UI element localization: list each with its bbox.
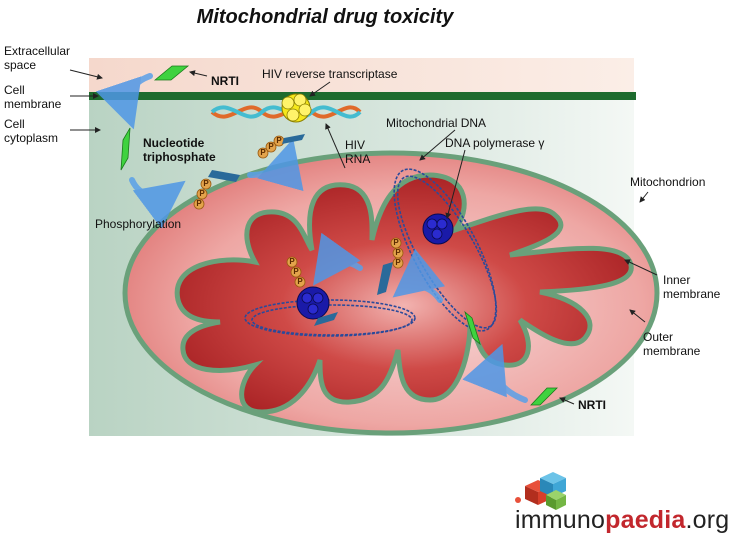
logo-text: .org [685,506,730,534]
label-line: Inner [663,273,691,287]
nucleotide-icon [282,134,305,144]
label-cell-cytoplasm: Cell cytoplasm [4,117,58,145]
label-extracellular-space: Extracellular space [4,44,70,72]
label-line: Cell [4,117,25,131]
label-nrti-bottom: NRTI [578,398,606,412]
phosphate-letter: P [297,277,303,286]
label-line: membrane [4,97,62,111]
cell-membrane [89,92,636,100]
nucleotide-icon [208,170,240,182]
nrti-molecule-icon [120,127,131,171]
phosphate-icon [286,256,306,288]
arrow-icon [129,177,186,229]
leader-lines [69,69,658,405]
phosphate-letter: P [196,199,202,208]
arrow-icon [247,138,304,192]
polymerase-icon [422,213,454,245]
arrow-icon [95,73,153,130]
nrti-molecule-icon [464,310,481,346]
phosphate-letter: P [395,258,401,267]
label-mitochondrion: Mitochondrion [630,175,706,189]
label-line: triphosphate [143,150,216,164]
phosphate-letter: P [260,148,266,157]
label-line: HIV [345,138,366,152]
mito-dna-loop-left [244,299,416,337]
phosphate-icon [193,178,212,210]
nucleotide-icon [377,262,393,295]
label-dna-polymerase-gamma: DNA polymerase γ [445,136,545,150]
nrti-molecule-icon [153,65,190,81]
phosphate-letter: P [268,142,274,151]
label-line: membrane [643,344,701,358]
arrow-icon [462,343,528,403]
phosphate-letter: P [395,248,401,257]
logo-cubes-icon [515,472,566,510]
label-line: Cell [4,83,25,97]
nucleotide-icon [314,312,338,326]
label-line: Nucleotide [143,136,205,150]
label-nucleotide-triphosphate: Nucleotide triphosphate [143,136,216,164]
label-line: space [4,58,37,72]
phosphate-letter: P [199,189,205,198]
label-line: Extracellular [4,44,71,58]
label-line: membrane [663,287,721,301]
label-mitochondrial-dna: Mitochondrial DNA [386,116,487,130]
phosphate-letter: P [203,179,209,188]
label-hiv-reverse-transcriptase: HIV reverse transcriptase [262,67,398,81]
arrow-icon [313,232,363,286]
logo: immunopaedia.org [515,506,729,535]
label-outer-membrane: Outer membrane [643,330,700,358]
extracellular-space [89,58,634,92]
phosphate-letter: P [289,257,295,266]
nrti-molecule-icon [530,387,558,406]
label-inner-membrane: Inner membrane [663,273,720,301]
logo-text: immuno [515,506,606,534]
phosphate-letter: P [293,267,299,276]
label-nrti-top: NRTI [211,74,239,88]
label-hiv-rna: HIV RNA [345,138,370,166]
label-phosphorylation: Phosphorylation [95,217,182,231]
phosphate-letter: P [393,238,399,247]
logo-accent: paedia [605,506,686,534]
label-cell-membrane: Cell membrane [4,83,61,111]
label-line: RNA [345,152,371,166]
rt-enzyme-icon [281,93,312,123]
arrow-icon [392,248,446,303]
diagram-title: Mitochondrial drug toxicity [196,6,454,28]
label-line: cytoplasm [4,131,59,145]
polymerase-icon [296,286,330,320]
label-line: Outer [643,330,674,344]
phosphate-letter: P [276,136,282,145]
